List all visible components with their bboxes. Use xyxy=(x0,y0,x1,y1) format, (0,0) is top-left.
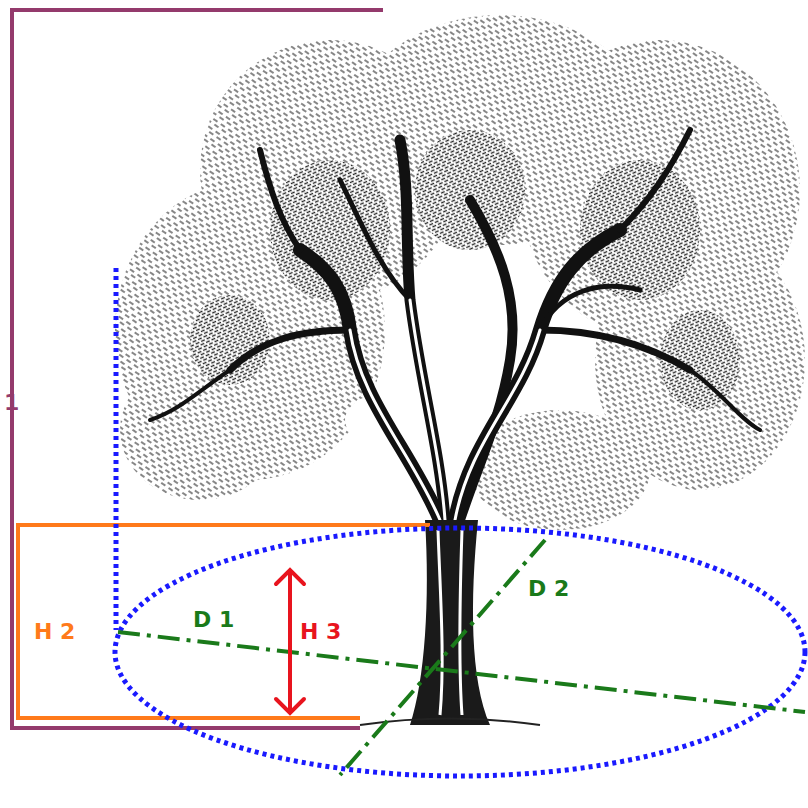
dimension-label: D 2 xyxy=(528,578,569,600)
diameter-line xyxy=(340,540,545,775)
tree-branches xyxy=(150,130,760,520)
canopy-projection-ellipse xyxy=(115,528,805,776)
canopy-edge-line xyxy=(114,268,119,630)
dimension-label: D 1 xyxy=(193,609,234,631)
dimension-label: H 2 xyxy=(34,621,75,643)
height-bracket xyxy=(12,10,383,728)
height-arrow xyxy=(276,570,304,713)
trunk-height-bracket xyxy=(18,525,430,718)
tree-canopy xyxy=(115,15,805,530)
tree-trunk xyxy=(410,520,490,725)
dimension-label: 1 xyxy=(4,392,19,414)
dimension-label: H 3 xyxy=(300,621,341,643)
diameter-line xyxy=(118,632,805,712)
